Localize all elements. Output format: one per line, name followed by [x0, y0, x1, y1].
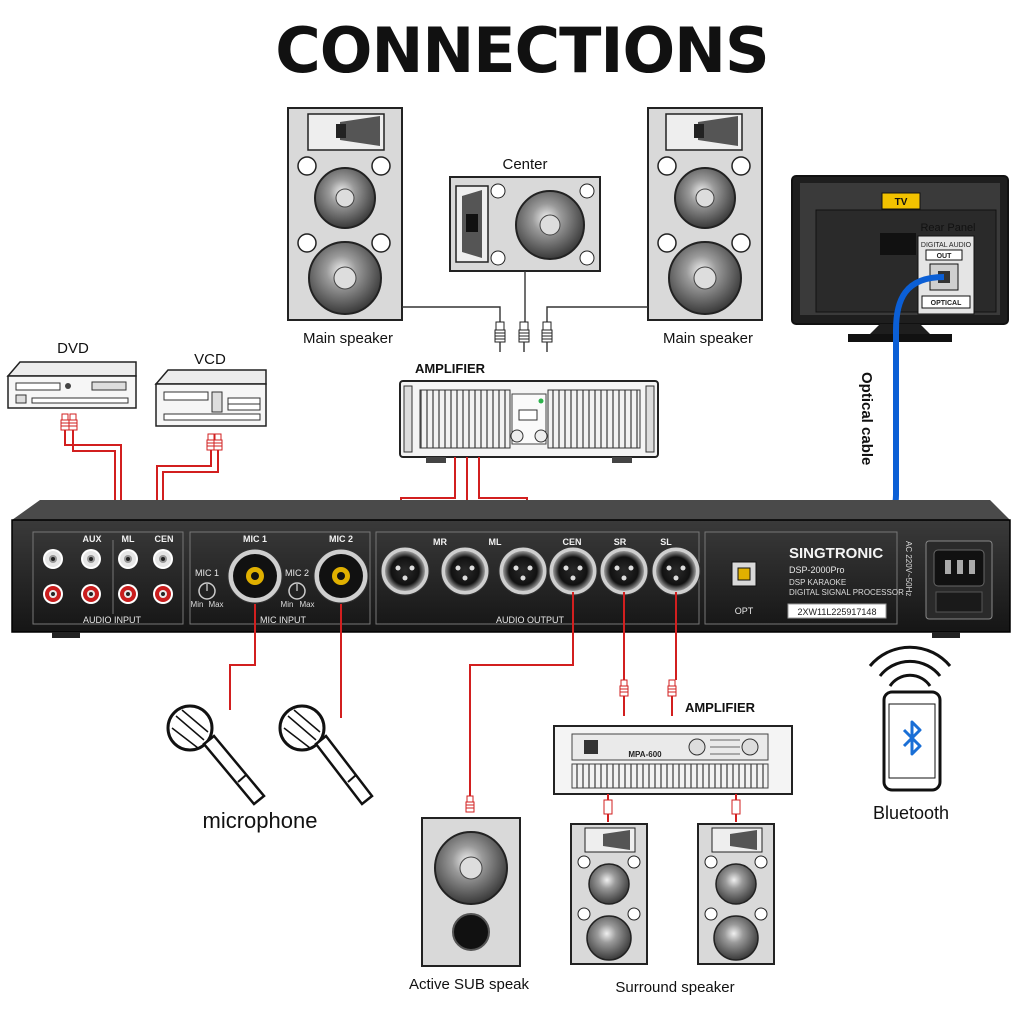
label-out-sl: SL — [660, 537, 672, 547]
surround-cables — [603, 794, 741, 822]
processor-brand: SINGTRONIC — [789, 545, 883, 562]
bluetooth-signal-icon — [868, 645, 952, 687]
amplifier-bottom — [553, 725, 793, 795]
label-mic2-max: Max — [299, 600, 314, 609]
label-mic1-max: Max — [208, 600, 223, 609]
main-speaker-left — [287, 107, 403, 321]
processor-line2: DIGITAL SIGNAL PROCESSOR — [789, 588, 904, 597]
bluetooth-label: Bluetooth — [873, 803, 949, 823]
main-speaker-right-label: Main speaker — [663, 330, 753, 347]
label-aux: AUX — [82, 534, 101, 544]
label-opt: OPT — [735, 606, 754, 616]
label-ml-in: ML — [122, 534, 135, 544]
label-out-ml: ML — [489, 537, 502, 547]
tv-digital-audio-label: DIGITAL AUDIO — [921, 242, 972, 249]
label-mic1-min: Min — [191, 600, 204, 609]
surround-speaker-right — [697, 823, 775, 965]
processor-line1: DSP KARAOKE — [789, 578, 846, 587]
tv-out-label: OUT — [937, 253, 953, 260]
processor-model: DSP-2000Pro — [789, 565, 845, 575]
sub-cable — [465, 592, 574, 813]
main-speaker-right — [647, 107, 763, 321]
dsp-processor — [11, 500, 1011, 638]
amplifier-top — [399, 380, 659, 463]
speaker-wires-top — [402, 271, 648, 352]
microphone-label: microphone — [203, 808, 318, 833]
main-speaker-left-label: Main speaker — [303, 330, 393, 347]
active-sub-speaker — [421, 817, 521, 967]
label-mic2-min: Min — [281, 600, 294, 609]
label-mic2: MIC 2 — [329, 534, 353, 544]
phone-bluetooth-icon — [882, 690, 942, 792]
label-mic1-volume: MIC 1 — [195, 568, 219, 578]
sub-speaker-label: Active SUB speak — [409, 976, 530, 993]
processor-serial: 2XW11L225917148 — [798, 607, 877, 617]
center-speaker-label: Center — [502, 156, 547, 173]
dvd-cables — [60, 413, 122, 545]
tv-badge: TV — [895, 197, 908, 208]
label-out-mr: MR — [433, 537, 447, 547]
vcd-label: VCD — [194, 351, 226, 368]
label-out-sr: SR — [614, 537, 627, 547]
surround-speaker-label: Surround speaker — [615, 979, 734, 996]
amplifier-bottom-label: AMPLIFIER — [685, 700, 756, 715]
center-speaker — [449, 176, 601, 272]
amplifier-bottom-model: MPA-600 — [628, 750, 662, 759]
microphone-left — [166, 704, 266, 806]
label-audio-output: AUDIO OUTPUT — [496, 615, 565, 625]
label-mic1: MIC 1 — [243, 534, 267, 544]
label-audio-input: AUDIO INPUT — [83, 615, 142, 625]
label-out-cen: CEN — [562, 537, 581, 547]
label-mic2-volume: MIC 2 — [285, 568, 309, 578]
page-title: CONNECTIONS — [275, 14, 768, 87]
label-mic-input: MIC INPUT — [260, 615, 307, 625]
microphone-cables — [229, 604, 342, 718]
processor-power-rating: AC 220V~50Hz — [904, 541, 913, 596]
dvd-player — [6, 361, 137, 409]
surround-speaker-left — [570, 823, 648, 965]
bottom-amp-cables — [619, 592, 677, 716]
microphone-right — [278, 704, 374, 806]
amplifier-top-label: AMPLIFIER — [415, 361, 486, 376]
tv-rear-panel-label: Rear Panel — [920, 222, 975, 234]
dvd-label: DVD — [57, 340, 89, 357]
tv-optical-label: OPTICAL — [931, 300, 962, 307]
optical-cable-label: Optical cable — [858, 372, 875, 465]
label-cen-in: CEN — [154, 534, 173, 544]
vcd-player — [154, 369, 267, 427]
